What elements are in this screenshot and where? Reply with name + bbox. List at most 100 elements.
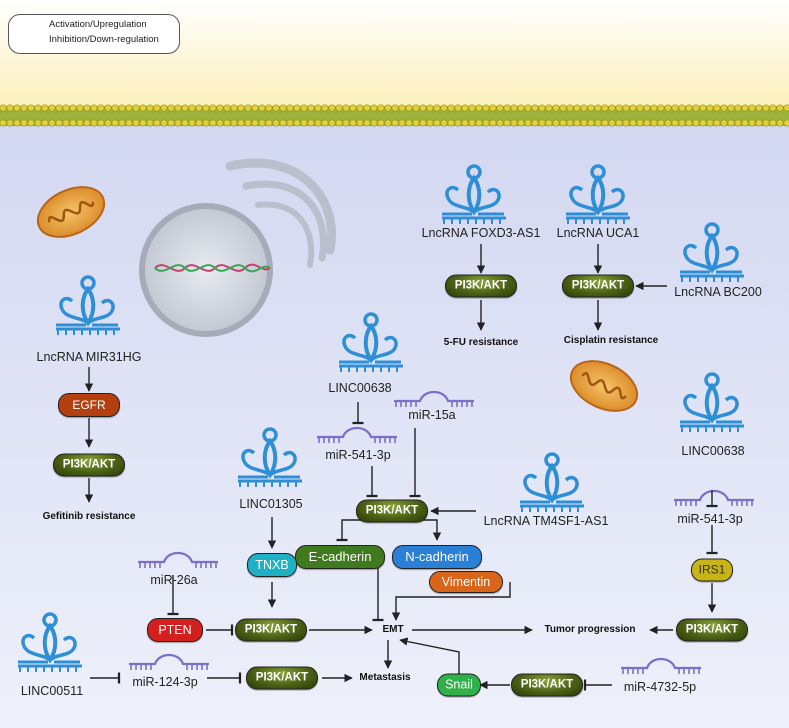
node-vimentin: Vimentin (429, 571, 503, 593)
membrane-bead (545, 119, 553, 127)
membrane-bead (426, 119, 434, 127)
membrane-bead (6, 119, 14, 127)
membrane-bead (713, 104, 721, 112)
membrane-bead (342, 119, 350, 127)
membrane-bead (489, 119, 497, 127)
membrane-bead (202, 119, 210, 127)
mitochondrion-right (569, 360, 639, 412)
membrane-bead (223, 119, 231, 127)
membrane-bead (160, 104, 168, 112)
membrane-bead (657, 119, 665, 127)
membrane-bead (734, 104, 742, 112)
membrane-bead (349, 104, 357, 112)
membrane-bead (125, 119, 133, 127)
node-e-cadherin: E-cadherin (295, 545, 385, 569)
membrane-bead (90, 104, 98, 112)
label-mir-15a: miR-15a (408, 408, 456, 422)
label-mir-541-3p-a: miR-541-3p (325, 448, 391, 462)
membrane-bead (503, 119, 511, 127)
membrane-bead (622, 104, 630, 112)
membrane-bead (237, 119, 245, 127)
membrane-bead (132, 119, 140, 127)
membrane-bead (279, 119, 287, 127)
membrane-bead (447, 104, 455, 112)
membrane-bead (13, 119, 21, 127)
node-egfr: EGFR (58, 393, 120, 417)
cell-membrane (0, 104, 789, 127)
membrane-bead (608, 119, 616, 127)
membrane-bead (748, 119, 756, 127)
membrane-bead (461, 119, 469, 127)
membrane-bead (41, 119, 49, 127)
membrane-bead (692, 119, 700, 127)
membrane-bead (69, 119, 77, 127)
membrane-bead (62, 119, 70, 127)
node-tnxb: TNXB (247, 553, 297, 577)
membrane-bead (461, 104, 469, 112)
membrane-bead (41, 104, 49, 112)
membrane-bead (356, 119, 364, 127)
label-linc01305: LINC01305 (239, 497, 303, 511)
membrane-bead (531, 119, 539, 127)
membrane-bead (601, 104, 609, 112)
membrane-bead (447, 119, 455, 127)
membrane-bead (349, 119, 357, 127)
membrane-bead (195, 104, 203, 112)
membrane-bead (538, 119, 546, 127)
membrane-bead (398, 104, 406, 112)
membrane-bead (685, 104, 693, 112)
membrane-bead (111, 104, 119, 112)
membrane-bead (531, 104, 539, 112)
legend: Activation/Upregulation Inhibition/Down-… (8, 14, 180, 54)
membrane-bead (335, 119, 343, 127)
node-n-cadherin: N-cadherin (392, 545, 482, 569)
membrane-bead (713, 119, 721, 127)
membrane-bead (419, 119, 427, 127)
membrane-bead (671, 104, 679, 112)
membrane-bead (293, 104, 301, 112)
membrane-bead (328, 119, 336, 127)
membrane-bead (48, 104, 56, 112)
membrane-bead (377, 119, 385, 127)
membrane-bead (55, 119, 63, 127)
label-mir-26a: miR-26a (150, 573, 198, 587)
membrane-bead (97, 104, 105, 112)
membrane-bead (13, 104, 21, 112)
membrane-bead (650, 104, 658, 112)
membrane-bead (762, 119, 770, 127)
membrane-bead (216, 104, 224, 112)
membrane-bead (769, 104, 777, 112)
membrane-bead (195, 119, 203, 127)
membrane-bead (300, 104, 308, 112)
membrane-bead (727, 119, 735, 127)
membrane-bead (55, 104, 63, 112)
membrane-bead (580, 119, 588, 127)
membrane-bead (62, 104, 70, 112)
membrane-bead (384, 104, 392, 112)
membrane-bead (83, 104, 91, 112)
membrane-bead (83, 119, 91, 127)
label-5fu-resistance: 5-FU resistance (443, 337, 519, 348)
membrane-bead (755, 104, 763, 112)
membrane-bead (615, 119, 623, 127)
membrane-bead (174, 104, 182, 112)
membrane-bead (132, 104, 140, 112)
membrane-bead (167, 104, 175, 112)
node-snail: Snail (437, 673, 481, 697)
membrane-bead (783, 104, 789, 112)
membrane-bead (139, 119, 147, 127)
membrane-bead (307, 104, 315, 112)
membrane-bead (48, 119, 56, 127)
membrane-bead (167, 119, 175, 127)
membrane-bead (0, 104, 7, 112)
membrane-bead (370, 119, 378, 127)
membrane-bead (328, 104, 336, 112)
label-lncrna-bc200: LncRNA BC200 (674, 285, 762, 299)
membrane-bead (741, 119, 749, 127)
node-pi3k-akt-snail: PI3K/AKT (511, 673, 583, 697)
membrane-bead (594, 119, 602, 127)
membrane-bead (363, 119, 371, 127)
membrane-bead (594, 104, 602, 112)
membrane-bead (615, 104, 623, 112)
